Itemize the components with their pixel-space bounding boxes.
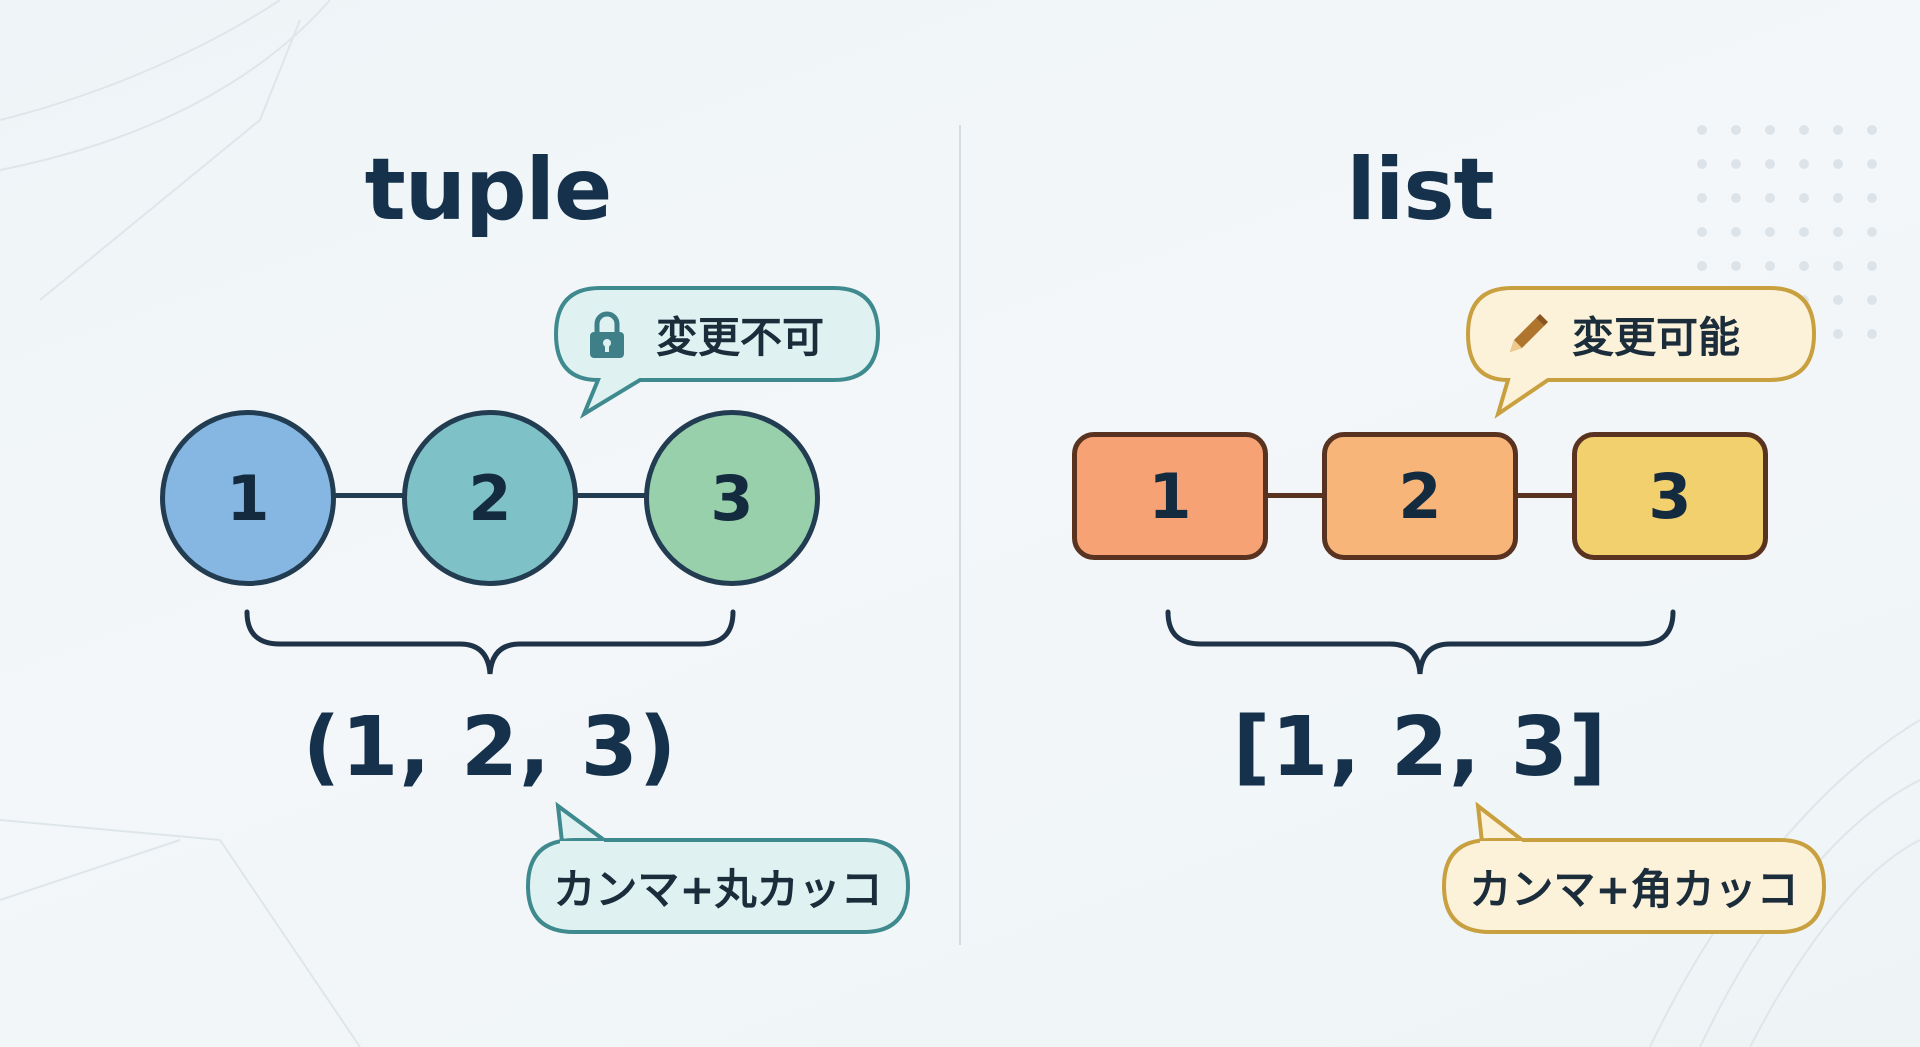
tuple-link-1-2 bbox=[332, 493, 408, 498]
list-syntax-bubble bbox=[1441, 801, 1827, 934]
list-element-3: 3 bbox=[1572, 432, 1768, 560]
tuple-mutability-bubble bbox=[553, 286, 881, 419]
list-mutability-bubble bbox=[1465, 286, 1817, 419]
center-divider bbox=[959, 125, 961, 945]
tuple-element-2: 2 bbox=[402, 410, 578, 586]
list-brace bbox=[1165, 609, 1676, 675]
tuple-element-1: 1 bbox=[160, 410, 336, 586]
list-mutability-label: 変更可能 bbox=[1571, 312, 1740, 362]
list-link-1-2 bbox=[1264, 493, 1328, 498]
tuple-link-2-3 bbox=[574, 493, 646, 498]
list-title: list bbox=[1346, 140, 1494, 240]
tuple-literal: (1, 2, 3) bbox=[302, 700, 678, 795]
tuple-syntax-bubble bbox=[525, 801, 911, 934]
lock-icon bbox=[590, 311, 624, 358]
pencil-icon bbox=[1510, 314, 1548, 352]
list-element-2: 2 bbox=[1322, 432, 1518, 560]
tuple-element-3: 3 bbox=[644, 410, 820, 586]
tuple-mutability-label: 変更不可 bbox=[655, 312, 824, 362]
tuple-syntax-note: カンマ+丸カッコ bbox=[553, 864, 883, 914]
list-literal: [1, 2, 3] bbox=[1232, 700, 1608, 795]
list-element-1: 1 bbox=[1072, 432, 1268, 560]
tuple-brace bbox=[244, 609, 736, 675]
tuple-title: tuple bbox=[364, 140, 613, 240]
list-link-2-3 bbox=[1514, 493, 1578, 498]
list-syntax-note: カンマ+角カッコ bbox=[1469, 864, 1799, 914]
